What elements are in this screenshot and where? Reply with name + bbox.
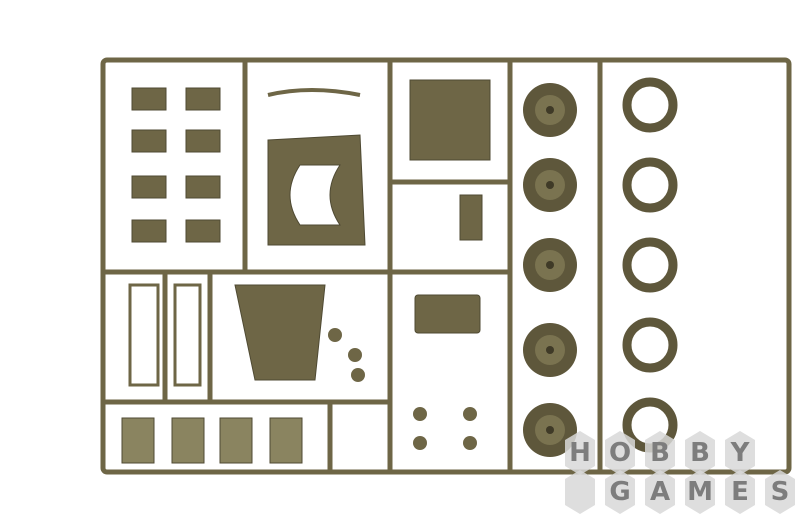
- sprue-frame: [100, 57, 792, 475]
- wm-letter: B: [650, 438, 670, 468]
- wm-letter: H: [569, 438, 591, 468]
- box-parts: [121, 417, 303, 464]
- wm-letter: Y: [730, 438, 751, 468]
- wm-letter: O: [609, 438, 631, 468]
- body-parts: [128, 79, 491, 387]
- wm-letter: A: [650, 477, 670, 507]
- wm-letter: B: [690, 438, 710, 468]
- wm-letter: M: [687, 477, 713, 507]
- wm-letter: E: [731, 477, 749, 507]
- wm-letter: G: [609, 477, 630, 507]
- wm-letter: S: [771, 477, 790, 507]
- tires: [622, 77, 678, 453]
- wheels-with-hubs: [523, 83, 577, 457]
- hobby-games-watermark: H O B B Y G A M E S: [565, 431, 795, 514]
- seat-parts: [131, 87, 221, 243]
- small-wheels: [328, 328, 477, 450]
